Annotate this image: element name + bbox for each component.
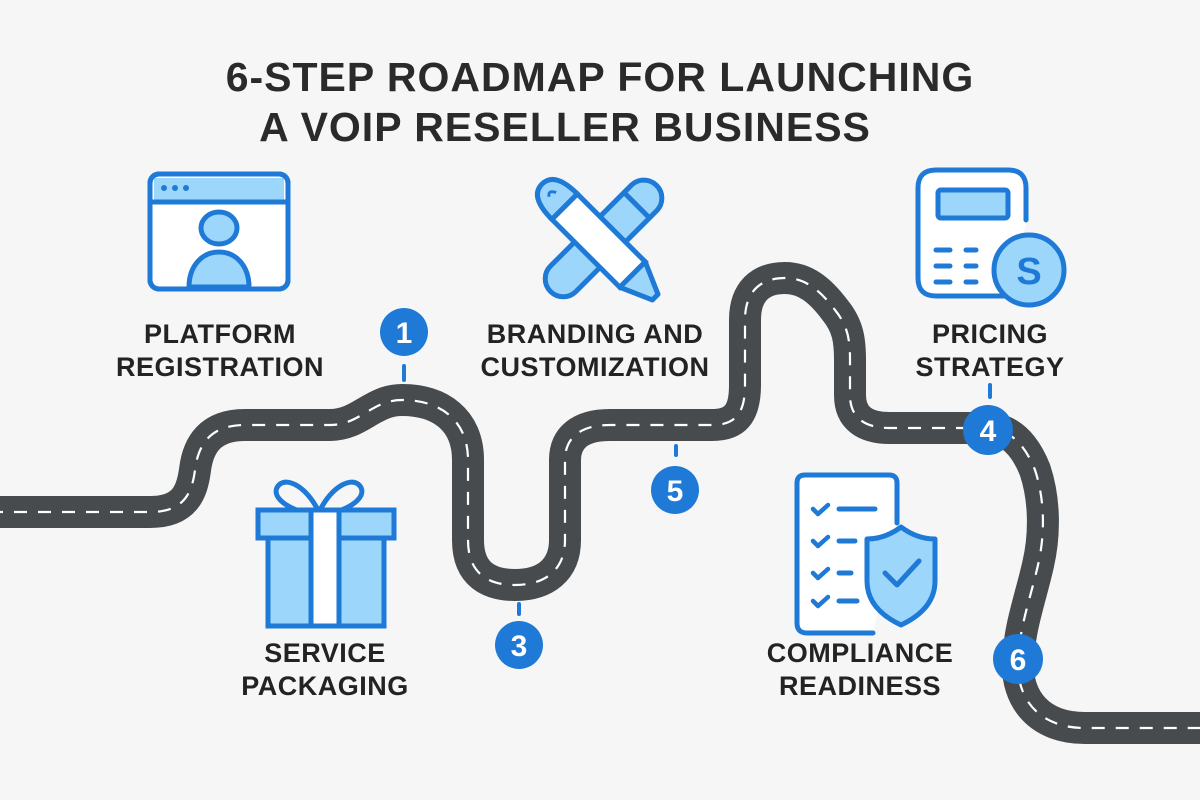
- step-label-pricing-strategy: PRICING STRATEGY: [890, 318, 1090, 384]
- step-label-line-1: PRICING: [931, 319, 1048, 349]
- title-line-1: 6-STEP ROADMAP FOR LAUNCHING: [225, 54, 975, 100]
- step-label-line-1: PLATFORM: [144, 319, 296, 349]
- step-marker-5: 5: [651, 444, 699, 514]
- crossed-pens-icon: [534, 176, 665, 303]
- step-marker-3: 3: [495, 602, 543, 669]
- gift-box-icon: [255, 479, 397, 629]
- step-marker-3-number: 3: [511, 630, 528, 663]
- page-title: 6-STEP ROADMAP FOR LAUNCHING A VOIP RESE…: [0, 52, 1200, 152]
- browser-user-icon: [147, 171, 291, 292]
- step-label-line-1: BRANDING AND: [486, 319, 704, 349]
- step-label-platform-registration: PLATFORM REGISTRATION: [100, 318, 340, 384]
- step-label-line-2: READINESS: [778, 671, 942, 701]
- step-marker-4-number: 4: [980, 415, 997, 448]
- step-label-line-1: SERVICE: [264, 638, 386, 668]
- step-label-line-1: COMPLIANCE: [766, 638, 954, 668]
- step-label-line-2: PACKAGING: [241, 671, 409, 701]
- step-marker-6-number: 6: [1010, 644, 1027, 677]
- title-line-2: A VOIP RESELLER BUSINESS: [259, 104, 871, 150]
- step-label-line-2: REGISTRATION: [116, 352, 324, 382]
- step-marker-5-number: 5: [667, 475, 684, 508]
- calculator-dollar-icon: S: [915, 167, 1067, 308]
- step-label-compliance-readiness: COMPLIANCE READINESS: [740, 637, 980, 703]
- road-center-dashes: [0, 276, 1200, 730]
- step-label-line-2: STRATEGY: [915, 352, 1065, 382]
- step-marker-6: 6: [993, 634, 1043, 684]
- step-label-line-2: CUSTOMIZATION: [480, 352, 710, 382]
- step-label-service-packaging: SERVICE PACKAGING: [220, 637, 430, 703]
- step-marker-4: 4: [963, 383, 1013, 455]
- road: [0, 262, 1200, 744]
- step-label-branding-customization: BRANDING AND CUSTOMIZATION: [460, 318, 730, 384]
- step-marker-1-number: 1: [396, 317, 413, 350]
- svg-text:S: S: [1016, 251, 1041, 293]
- checklist-shield-icon: [794, 472, 938, 636]
- step-marker-1: 1: [380, 308, 428, 382]
